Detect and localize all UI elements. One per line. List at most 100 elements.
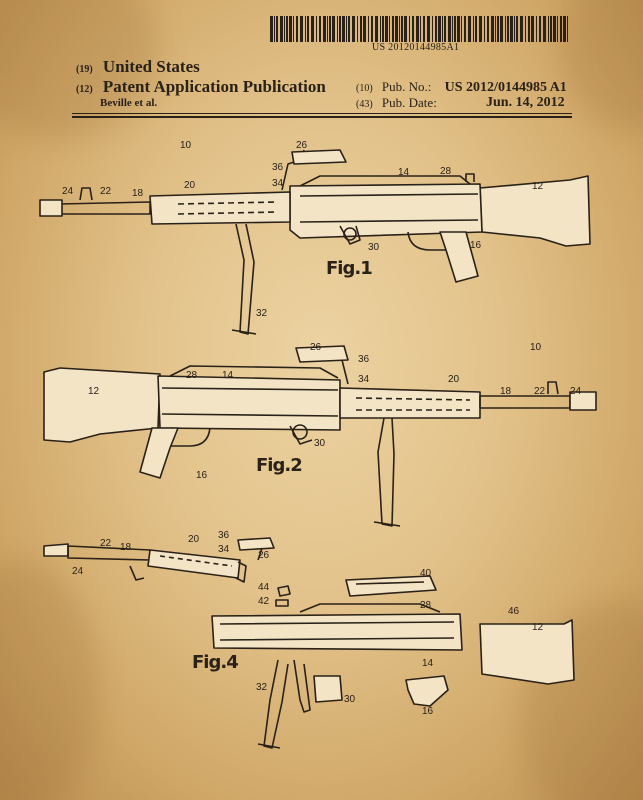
reference-numeral: 24 (570, 386, 582, 397)
reference-numeral: 22 (100, 186, 112, 197)
reference-numeral: 12 (88, 386, 100, 397)
reference-numeral: 36 (358, 354, 370, 365)
barcode-bar (505, 16, 506, 42)
reference-numeral: 42 (258, 596, 270, 607)
barcode-bar (531, 16, 534, 42)
pubdate-code: (43) (356, 99, 373, 110)
reference-numeral: 16 (470, 240, 482, 251)
pubno-code: (10) (356, 83, 373, 94)
barcode-bar (420, 16, 421, 42)
barcode-bar (442, 16, 443, 42)
reference-numeral: 12 (532, 622, 544, 633)
barcode-bar (399, 16, 400, 42)
reference-numeral: 44 (258, 582, 270, 593)
barcode-bar (395, 16, 398, 42)
barcode-bar (432, 16, 433, 42)
figure-1-label: Fig.1 (326, 258, 373, 279)
barcode-bar (409, 16, 410, 42)
reference-numeral: 20 (188, 534, 200, 545)
barcode-bar (289, 16, 292, 42)
barcode-bar (438, 16, 441, 42)
barcode-bar (348, 16, 350, 42)
barcode-bar (401, 16, 403, 42)
barcode-bar (300, 16, 303, 42)
barcode-number: US 20120144985A1 (372, 42, 460, 53)
header-rule (72, 113, 572, 114)
reference-numeral: 10 (180, 140, 192, 151)
reference-numeral: 30 (368, 242, 380, 253)
reference-numeral: 18 (132, 188, 144, 199)
barcode-bar (514, 16, 515, 42)
reference-numeral: 16 (196, 470, 208, 481)
reference-numeral: 24 (62, 186, 74, 197)
barcode-bar (448, 16, 451, 42)
barcode-bar (342, 16, 345, 42)
barcode-bar (307, 16, 309, 42)
barcode-bar (385, 16, 388, 42)
reference-numeral: 24 (72, 566, 84, 577)
reference-numeral: 32 (256, 308, 268, 319)
reference-numeral: 26 (258, 550, 270, 561)
barcode-bar (461, 16, 462, 42)
barcode (270, 16, 568, 42)
barcode-bar (293, 16, 294, 42)
barcode-bar (311, 16, 314, 42)
reference-numeral: 10 (530, 342, 542, 353)
barcode-bar (528, 16, 530, 42)
barcode-bar (435, 16, 437, 42)
barcode-bar (553, 16, 556, 42)
barcode-bar (323, 16, 326, 42)
barcode-bar (557, 16, 558, 42)
barcode-bar (495, 16, 496, 42)
barcode-bar (375, 16, 378, 42)
pubdate-label: Pub. Date: (381, 95, 437, 110)
barcode-bar (368, 16, 369, 42)
barcode-bar (497, 16, 499, 42)
barcode-bar (360, 16, 362, 42)
barcode-bar (274, 16, 275, 42)
barcode-bar (276, 16, 278, 42)
reference-numeral: 30 (344, 694, 356, 705)
pubno-value: US 2012/0144985 A1 (444, 80, 567, 95)
reference-numeral: 28 (440, 166, 452, 177)
reference-numeral: 28 (186, 370, 198, 381)
fig4-exploded-view (43, 537, 575, 749)
reference-numeral: 34 (272, 178, 284, 189)
barcode-bar (371, 16, 373, 42)
fig2-machine-gun (43, 345, 597, 527)
reference-numeral: 26 (310, 342, 322, 353)
barcode-bar (296, 16, 298, 42)
reference-numeral: 14 (222, 370, 234, 381)
barcode-bar (357, 16, 358, 42)
barcode-bar (346, 16, 347, 42)
barcode-bar (491, 16, 494, 42)
barcode-bar (339, 16, 341, 42)
barcode-bar (548, 16, 549, 42)
barcode-bar (332, 16, 335, 42)
barcode-bar (444, 16, 446, 42)
barcode-bar (427, 16, 430, 42)
reference-numeral: 20 (184, 180, 196, 191)
barcode-bar (452, 16, 453, 42)
reference-numeral: 30 (314, 438, 326, 449)
barcode-bar (316, 16, 317, 42)
fig1-machine-gun (39, 149, 591, 335)
barcode-bar (404, 16, 407, 42)
barcode-bar (525, 16, 526, 42)
reference-numeral: 12 (532, 181, 544, 192)
barcode-bar (363, 16, 366, 42)
reference-numeral: 28 (420, 600, 432, 611)
barcode-bar (567, 16, 568, 42)
barcode-bar (516, 16, 518, 42)
pubdate-value: Jun. 14, 2012 (486, 95, 565, 110)
reference-numeral: 26 (296, 140, 308, 151)
reference-numeral: 14 (398, 167, 410, 178)
publication-date-line: (43) Pub. Date: Jun. 14, 2012 (356, 95, 565, 111)
barcode-bar (305, 16, 306, 42)
barcode-bar (475, 16, 477, 42)
barcode-bar (416, 16, 419, 42)
barcode-bar (454, 16, 456, 42)
barcode-bar (270, 16, 273, 42)
